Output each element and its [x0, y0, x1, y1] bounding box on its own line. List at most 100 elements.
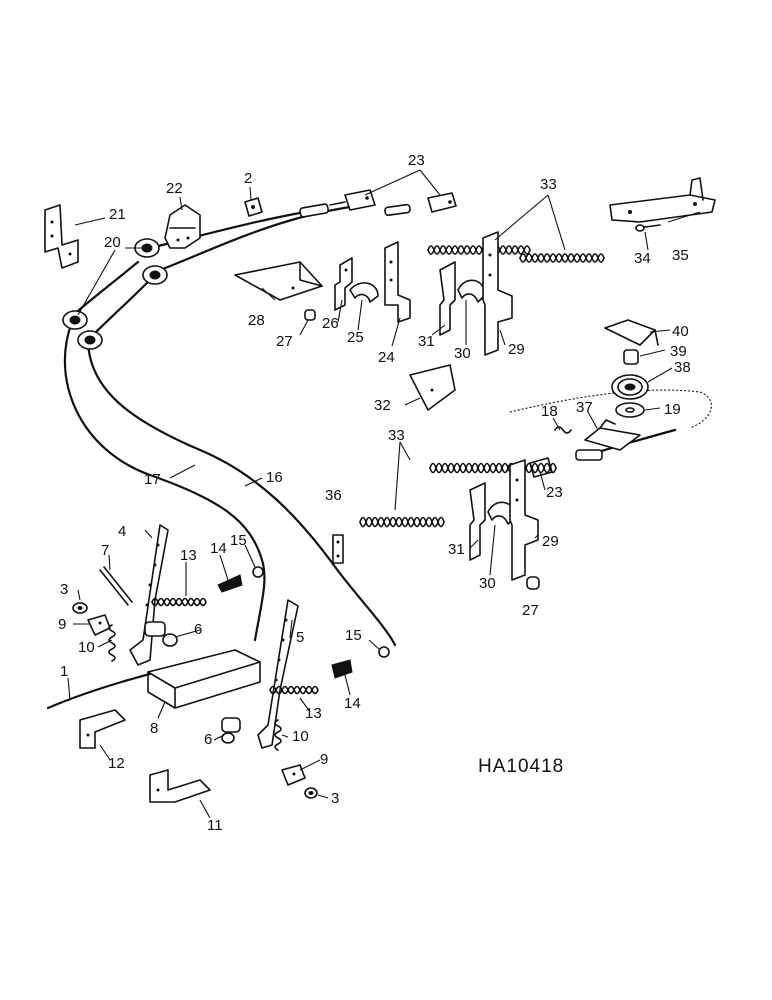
- label-20: 20: [104, 234, 121, 251]
- label-11: 11: [207, 817, 223, 834]
- pulley-link-cable-2: [90, 278, 152, 338]
- spring-33-top-a: [427, 245, 531, 255]
- label-14a: 14: [210, 540, 227, 557]
- ferrule-14-left: [217, 574, 243, 593]
- spring-13-right: [269, 685, 319, 695]
- label-27b: 27: [522, 602, 539, 619]
- bracket-11: [149, 769, 211, 803]
- dashed-right-line: [509, 389, 712, 429]
- bracket-29-top: [482, 231, 513, 356]
- label-13b: 13: [305, 705, 322, 722]
- label-10b: 10: [292, 728, 309, 745]
- bushing-6-right: [221, 717, 241, 744]
- washer-3-right: [304, 787, 318, 799]
- label-31b: 31: [448, 541, 465, 558]
- label-21: 21: [109, 206, 126, 223]
- label-24: 24: [378, 349, 395, 366]
- plate-8: [147, 649, 261, 709]
- label-38: 38: [674, 359, 691, 376]
- label-29a: 29: [508, 341, 525, 358]
- bushing-27-top: [304, 309, 316, 321]
- spring-13-left: [151, 597, 207, 607]
- clamp-2: [244, 197, 263, 217]
- label-9a: 9: [58, 616, 66, 633]
- bracket-31-lower: [469, 482, 486, 561]
- label-19: 19: [664, 401, 681, 418]
- cam-30-lower: [487, 501, 516, 525]
- washer-3-left: [72, 602, 88, 614]
- label-39: 39: [670, 343, 687, 360]
- label-3a: 3: [60, 581, 68, 598]
- spring-33-mid-a: [429, 462, 557, 474]
- bracket-29-lower: [509, 459, 539, 581]
- label-36: 36: [325, 487, 342, 504]
- spring-33-top-b: [519, 253, 605, 263]
- lever-4: [129, 524, 169, 666]
- plate-28: [234, 261, 323, 301]
- pulley-20-group: [62, 238, 168, 350]
- cable-16: [86, 340, 397, 647]
- leader-lines: [67, 169, 701, 819]
- label-31a: 31: [418, 333, 435, 350]
- clip-15-left: [252, 566, 264, 578]
- label-25: 25: [347, 329, 364, 346]
- label-37: 37: [576, 399, 593, 416]
- label-9b: 9: [320, 751, 328, 768]
- lever-5: [257, 599, 299, 749]
- bracket-31-top: [439, 261, 456, 336]
- label-23a: 23: [408, 152, 425, 169]
- label-32: 32: [374, 397, 391, 414]
- bushing-6-left: [144, 621, 178, 647]
- label-35: 35: [672, 247, 689, 264]
- bracket-40: [604, 319, 659, 346]
- plate-36: [332, 534, 344, 564]
- label-6b: 6: [204, 731, 212, 748]
- pulley-20-d-hub: [84, 335, 96, 345]
- label-34: 34: [634, 250, 651, 267]
- label-40: 40: [672, 323, 689, 340]
- label-6a: 6: [194, 621, 202, 638]
- reference-code: HA10418: [478, 756, 564, 777]
- washer-19: [615, 402, 645, 418]
- cam-25: [349, 282, 379, 303]
- label-15b: 15: [345, 627, 362, 644]
- label-28: 28: [248, 312, 265, 329]
- label-26: 26: [322, 315, 339, 332]
- ferrule-14-right: [331, 659, 353, 679]
- pin-18: [554, 426, 572, 434]
- pin-34: [635, 224, 661, 232]
- bracket-21: [44, 204, 79, 269]
- label-13a: 13: [180, 547, 197, 564]
- label-27a: 27: [276, 333, 293, 350]
- label-3b: 3: [331, 790, 339, 807]
- label-33b: 33: [388, 427, 405, 444]
- label-7: 7: [101, 542, 109, 559]
- plate-32: [409, 364, 456, 411]
- rod-7: [99, 566, 133, 606]
- fitting-9-left: [87, 614, 111, 636]
- bracket-26: [334, 257, 353, 311]
- part-labels: 21 20 22 2 23 33 35 34 28 27 26 25 24 31…: [58, 152, 691, 834]
- bracket-24: [384, 241, 411, 323]
- label-33a: 33: [540, 176, 557, 193]
- spring-33-mid-b: [359, 516, 445, 528]
- label-16: 16: [266, 469, 283, 486]
- label-1: 1: [60, 663, 68, 680]
- pulley-20-c-hub: [69, 315, 81, 325]
- bracket-22: [164, 204, 201, 249]
- bushing-27-lower: [526, 576, 540, 590]
- clevis-23-top: [299, 189, 457, 218]
- label-30b: 30: [479, 575, 496, 592]
- cam-30-top: [457, 279, 486, 303]
- cable-17: [63, 320, 266, 642]
- bracket-37: [584, 419, 641, 451]
- bracket-12: [79, 709, 126, 749]
- label-15a: 15: [230, 532, 247, 549]
- label-30a: 30: [454, 345, 471, 362]
- label-10a: 10: [78, 639, 95, 656]
- bushing-39: [623, 349, 639, 365]
- spring-10-left: [108, 624, 116, 662]
- pulley-38: [611, 374, 649, 400]
- label-14b: 14: [344, 695, 361, 712]
